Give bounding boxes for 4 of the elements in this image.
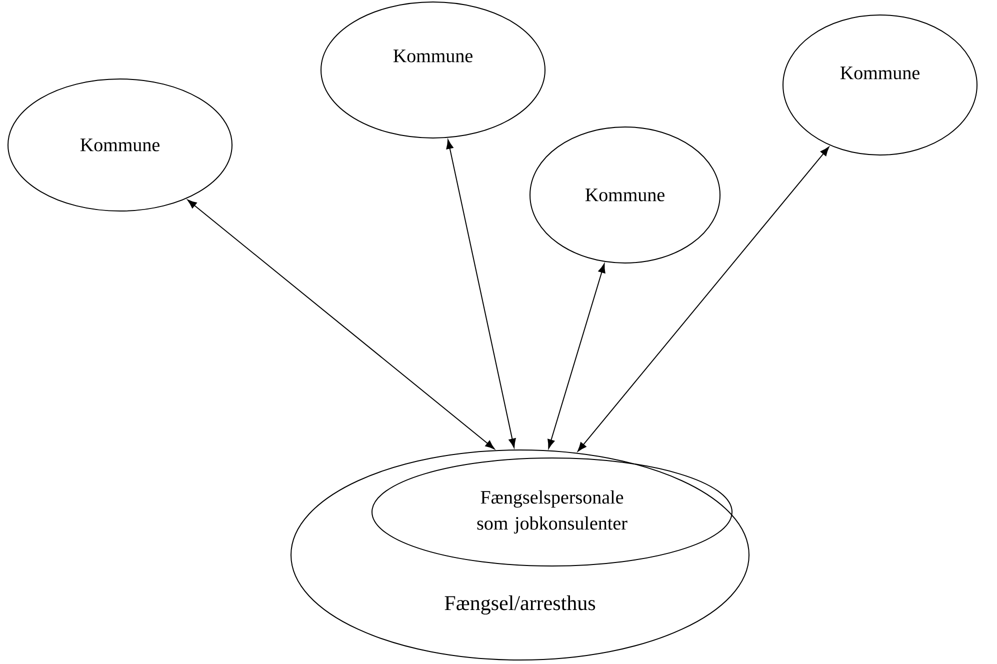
arrow	[187, 200, 495, 450]
arrow	[578, 146, 830, 452]
arrow	[446, 139, 516, 448]
arrow	[548, 263, 606, 449]
